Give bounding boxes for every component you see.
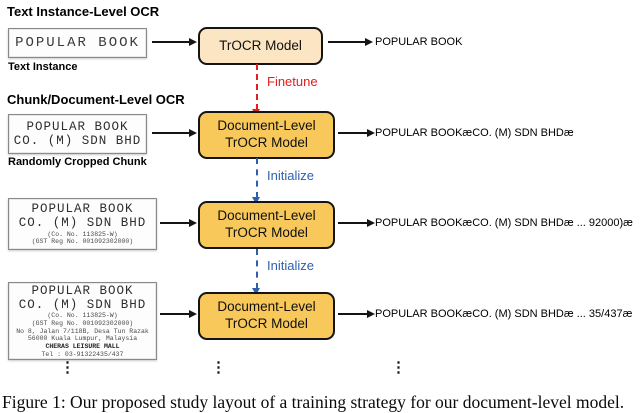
doc-model-label-line1: Document-Level [217, 118, 316, 134]
receipt-line: CO. (M) SDN BHD [18, 298, 147, 313]
arrow-right-icon [152, 37, 197, 46]
arrow-right-icon [160, 309, 197, 318]
receipt-line: 56000 Kuala Lumpur, Malaysia [27, 335, 138, 343]
output-text-row3: POPULAR BOOKæCO. (M) SDN BHDæ ... 92000)… [375, 217, 633, 229]
arrow-right-icon [328, 37, 373, 46]
vertical-ellipsis: ⋮ [211, 359, 226, 376]
receipt-image-large: POPULAR BOOK CO. (M) SDN BHD (Co. No. 11… [8, 282, 157, 360]
receipt-line: No 8, Jalan 7/118B, Desa Tun Razak [16, 327, 149, 335]
initialize-label: Initialize [267, 168, 314, 183]
receipt-image-small: POPULAR BOOK CO. (M) SDN BHD (Co. No. 11… [8, 198, 157, 250]
doc-model-label-line1: Document-Level [217, 299, 316, 315]
text-instance-image: POPULAR BOOK [8, 28, 147, 58]
doc-model-label-line2: TrOCR Model [225, 316, 308, 331]
initialize-arrow-icon [252, 249, 260, 295]
arrow-right-icon [160, 218, 197, 227]
receipt-line: (Co. No. 113825-W) [47, 230, 118, 238]
finetune-label: Finetune [267, 74, 318, 89]
chunk-line: CO. (M) SDN BHD [13, 134, 142, 148]
initialize-label: Initialize [267, 258, 314, 273]
receipt-line: (Co. No. 113825-W) [47, 312, 118, 320]
chunk-line: POPULAR BOOK [26, 119, 129, 134]
text-instance-line: POPULAR BOOK [15, 35, 140, 51]
arrow-right-icon [338, 218, 375, 227]
arrow-right-icon [338, 128, 375, 137]
chunk-caption: Randomly Cropped Chunk [8, 156, 147, 168]
trocr-model-label: TrOCR Model [219, 37, 302, 53]
output-text-row4: POPULAR BOOKæCO. (M) SDN BHDæ ... 35/437… [375, 308, 633, 320]
arrow-right-icon [338, 309, 375, 318]
receipt-line: POPULAR BOOK [31, 201, 134, 216]
section-heading-instance-level: Text Instance-Level OCR [7, 4, 160, 19]
receipt-line: (GST Reg No. 001092302000) [31, 320, 134, 328]
doc-model-label-line2: TrOCR Model [225, 225, 308, 240]
receipt-line: CO. (M) SDN BHD [18, 216, 147, 231]
initialize-arrow-icon [252, 158, 260, 204]
trocr-model-box: TrOCR Model [198, 27, 323, 65]
receipt-line: (GST Reg No. 001092302000) [31, 238, 134, 246]
text-instance-caption: Text Instance [8, 61, 78, 73]
vertical-ellipsis: ⋮ [391, 359, 406, 376]
doc-trocr-model-box-2: Document-Level TrOCR Model [198, 201, 335, 249]
receipt-line: CHERAS LEISURE MALL [45, 343, 120, 351]
chunk-image: POPULAR BOOK CO. (M) SDN BHD [8, 114, 147, 154]
vertical-ellipsis: ⋮ [60, 359, 75, 376]
arrow-right-icon [152, 128, 197, 137]
section-heading-document-level: Chunk/Document-Level OCR [7, 92, 185, 107]
receipt-line: POPULAR BOOK [31, 283, 134, 298]
finetune-arrow-icon [252, 64, 260, 116]
doc-trocr-model-box-1: Document-Level TrOCR Model [198, 111, 335, 159]
doc-model-label-line2: TrOCR Model [225, 135, 308, 150]
output-text-row1: POPULAR BOOK [375, 36, 463, 48]
figure-caption: Figure 1: Our proposed study layout of a… [2, 392, 625, 412]
output-text-row2: POPULAR BOOKæCO. (M) SDN BHDæ [375, 127, 574, 139]
doc-trocr-model-box-3: Document-Level TrOCR Model [198, 292, 335, 340]
doc-model-label-line1: Document-Level [217, 208, 316, 224]
receipt-line: Tel : 03-91322435/437 [41, 350, 124, 358]
